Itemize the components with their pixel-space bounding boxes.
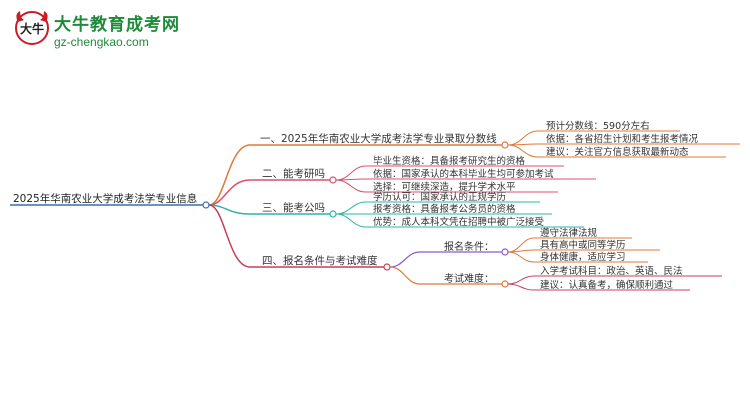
leaf-req-health: 身体健康，适应学习 xyxy=(540,252,626,263)
leaf-exam-subjects: 入学考试科目：政治、英语、民法 xyxy=(540,266,683,277)
leaf-civilservice-advantage: 优势：成人本科文凭在招聘中被广泛接受 xyxy=(373,217,545,228)
leaf-req-law: 遵守法律法规 xyxy=(540,228,598,239)
leaf-civilservice-recognition: 学历认可：国家承认的正规学历 xyxy=(373,192,507,203)
leaf-civilservice-qualification: 报考资格：具备报考公务员的资格 xyxy=(373,204,516,215)
leaf-req-education: 具有高中或同等学历 xyxy=(540,240,626,251)
mindmap-root: 2025年华南农业大学成考法学专业信息 xyxy=(13,193,198,205)
leaf-exam-advice: 建议：认真备考，确保顺利通过 xyxy=(540,280,674,291)
leaf-postgrad-qualification: 毕业生资格：具备报考研究生的资格 xyxy=(373,156,526,167)
leaf-score-advice: 建议：关注官方信息获取最新动态 xyxy=(546,147,689,158)
sub-requirements-label: 报名条件： xyxy=(444,242,494,253)
svg-text:大牛: 大牛 xyxy=(20,21,44,36)
branch-conditions-label: 四、报名条件与考试难度 xyxy=(262,255,378,267)
leaf-postgrad-choice: 选择：可继续深造，提升学术水平 xyxy=(373,182,516,193)
site-logo[interactable]: 大牛 大牛教育成考网 gz-chengkao.com xyxy=(10,6,230,56)
site-url: gz-chengkao.com xyxy=(54,35,149,49)
site-name: 大牛教育成考网 xyxy=(54,15,180,35)
leaf-score-basis: 依据：各省招生计划和考生报考情况 xyxy=(546,134,699,145)
bull-logo-icon: 大牛 xyxy=(15,11,49,45)
sub-difficulty-label: 考试难度： xyxy=(444,274,494,285)
leaf-score-estimate: 预计分数线：590分左右 xyxy=(546,121,650,132)
leaf-postgrad-basis: 依据：国家承认的本科毕业生均可参加考试 xyxy=(373,169,554,180)
branch-score-label: 一、2025年华南农业大学成考法学专业录取分数线 xyxy=(260,133,497,145)
branch-civilservice-label: 三、能考公吗 xyxy=(262,202,325,214)
branch-postgrad-label: 二、能考研吗 xyxy=(262,168,325,180)
